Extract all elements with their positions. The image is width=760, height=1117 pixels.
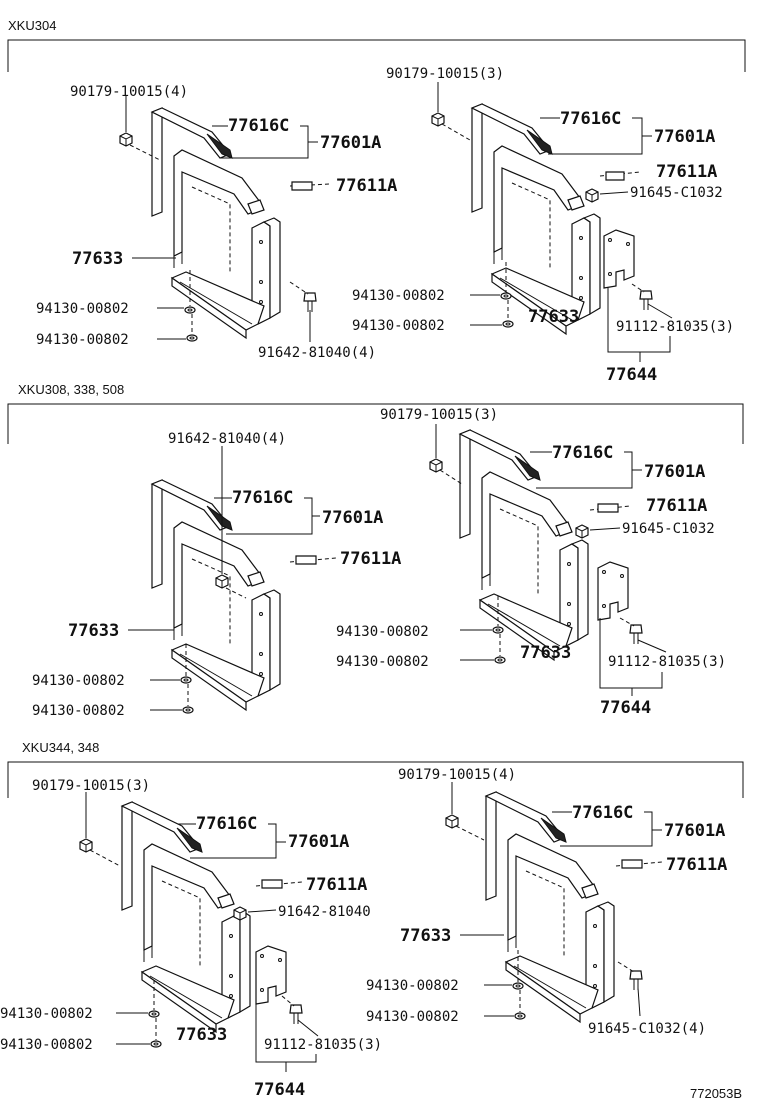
bolt-icon — [639, 290, 653, 311]
section-3: XKU344, 348 90179-10015(3) 77616C 77601A… — [0, 740, 744, 1100]
label-frame-assy: 77601A — [322, 508, 383, 528]
label-bolt-bottom: 91645-C1032(4) — [588, 1021, 706, 1037]
washer-icon — [180, 676, 192, 684]
section-header: XKU304 — [8, 18, 56, 33]
label-bolt-small: 77611A — [336, 176, 397, 196]
section-2: XKU308, 338, 508 91642-81040(4) 77616C 7… — [7, 382, 744, 719]
washer-icon — [500, 292, 512, 300]
label-nut: 90179-10015(3) — [380, 407, 498, 423]
bolt-icon — [215, 574, 229, 589]
label-frame-upper: 77616C — [232, 488, 293, 508]
label-bolt-bottom: 91642-81040(4) — [258, 345, 376, 361]
label-bracket-bolt: 91112-81035(3) — [264, 1037, 382, 1053]
washer-icon — [514, 1012, 526, 1020]
washer-icon — [492, 626, 504, 634]
label-washer-a: 94130-00802 — [336, 624, 429, 640]
label-bolt-side: 91645-C1032 — [622, 521, 715, 537]
washer-icon — [186, 334, 198, 342]
label-frame-upper: 77616C — [572, 803, 633, 823]
label-frame-upper: 77616C — [560, 109, 621, 129]
figure-id: 772053B — [690, 1086, 742, 1101]
label-bracket-bolt: 91112-81035(3) — [608, 654, 726, 670]
label-nut: 90179-10015(4) — [70, 84, 188, 100]
label-bolt-side: 91645-C1032 — [630, 185, 723, 201]
label-bracket: 77644 — [254, 1080, 305, 1100]
label-tray: 77633 — [68, 621, 119, 641]
bracket-icon — [603, 229, 635, 289]
label-tray: 77633 — [520, 643, 571, 663]
label-bracket-bolt: 91112-81035(3) — [616, 319, 734, 335]
label-frame-assy: 77601A — [654, 127, 715, 147]
section-header: XKU308, 338, 508 — [18, 382, 124, 397]
bolt-icon — [629, 970, 643, 991]
label-washer-b: 94130-00802 — [336, 654, 429, 670]
bolt-icon — [303, 292, 317, 313]
label-washer-a: 94130-00802 — [0, 1006, 93, 1022]
label-bolt-small: 77611A — [656, 162, 717, 182]
label-nut: 90179-10015(3) — [386, 66, 504, 82]
washer-icon — [182, 706, 194, 714]
assembly-left: 90179-10015(4) 77616C 77601A 77611A 7763… — [36, 84, 397, 361]
washer-icon — [502, 320, 514, 328]
label-bolt-side: 91642-81040 — [278, 904, 371, 920]
assembly-right: 90179-10015(3) 77616C 77601A 77611A 9164… — [336, 407, 726, 718]
washer-icon — [512, 982, 524, 990]
bracket-icon — [597, 561, 629, 621]
label-washer-b: 94130-00802 — [366, 1009, 459, 1025]
assembly-left: 91642-81040(4) 77616C 77601A 77611A 7763… — [32, 431, 401, 719]
label-bolt-small: 77611A — [306, 875, 367, 895]
label-frame-upper: 77616C — [196, 814, 257, 834]
label-tray: 77633 — [72, 249, 123, 269]
nut-icon — [119, 132, 133, 147]
washer-icon — [494, 656, 506, 664]
bolt-icon — [575, 524, 589, 539]
washer-icon — [150, 1040, 162, 1048]
assembly-left: 90179-10015(3) 77616C 77601A 77611A 9164… — [0, 778, 382, 1100]
label-tray: 77633 — [400, 926, 451, 946]
section-1: XKU304 90179-10015(4) 77616C 77601A 7761… — [7, 18, 746, 385]
bolt-icon — [585, 188, 599, 203]
label-tray: 77633 — [528, 307, 579, 327]
bolt-icon — [233, 906, 247, 921]
label-washer-a: 94130-00802 — [36, 301, 129, 317]
label-bolt-small: 77611A — [340, 549, 401, 569]
label-bracket: 77644 — [600, 698, 651, 718]
label-nut: 90179-10015(4) — [398, 767, 516, 783]
label-bolt-small: 77611A — [666, 855, 727, 875]
label-washer-a: 94130-00802 — [352, 288, 445, 304]
label-washer-b: 94130-00802 — [36, 332, 129, 348]
label-washer-b: 94130-00802 — [352, 318, 445, 334]
label-washer-b: 94130-00802 — [0, 1037, 93, 1053]
label-frame-upper: 77616C — [228, 116, 289, 136]
label-washer-b: 94130-00802 — [32, 703, 125, 719]
label-frame-assy: 77601A — [320, 133, 381, 153]
bracket-icon — [255, 945, 287, 1005]
label-frame-assy: 77601A — [288, 832, 349, 852]
label-frame-upper: 77616C — [552, 443, 613, 463]
assembly-right: 90179-10015(3) 77616C 77601A 77611A 9164… — [352, 66, 734, 385]
label-frame-assy: 77601A — [664, 821, 725, 841]
assembly-right: 90179-10015(4) 77616C 77601A 77611A 7763… — [366, 767, 727, 1037]
washer-icon — [184, 306, 196, 314]
section-header: XKU344, 348 — [22, 740, 99, 755]
label-bolt-small: 77611A — [646, 496, 707, 516]
label-nut: 90179-10015(3) — [32, 778, 150, 794]
label-washer-a: 94130-00802 — [32, 673, 125, 689]
label-washer-a: 94130-00802 — [366, 978, 459, 994]
label-bracket: 77644 — [606, 365, 657, 385]
label-frame-assy: 77601A — [644, 462, 705, 482]
label-tray: 77633 — [176, 1025, 227, 1045]
washer-icon — [148, 1010, 160, 1018]
label-bolt-top: 91642-81040(4) — [168, 431, 286, 447]
